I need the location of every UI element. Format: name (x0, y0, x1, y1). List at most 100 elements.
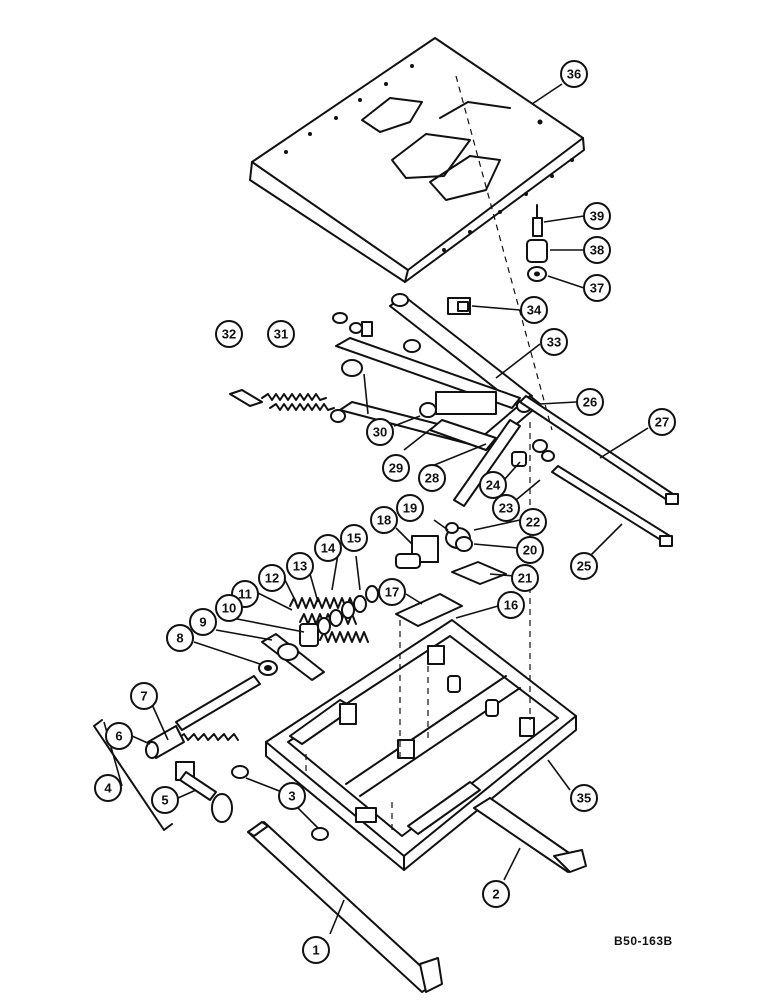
svg-text:25: 25 (577, 559, 591, 574)
callout-39: 39 (583, 202, 611, 230)
callout-15: 15 (340, 524, 368, 552)
callout-18: 18 (370, 506, 398, 534)
callout-35: 35 (570, 784, 598, 812)
part-27-rod (519, 395, 679, 505)
svg-text:8: 8 (176, 631, 183, 646)
callout-3: 3 (278, 782, 306, 810)
figure-reference-code: B50-163B (614, 934, 673, 948)
part-17-plate (395, 593, 463, 627)
svg-text:12: 12 (265, 571, 279, 586)
svg-text:4: 4 (104, 781, 112, 796)
callout-9: 9 (189, 608, 217, 636)
svg-text:22: 22 (526, 515, 540, 530)
svg-text:9: 9 (199, 615, 206, 630)
callout-4: 4 (94, 774, 122, 802)
svg-text:38: 38 (590, 243, 604, 258)
svg-text:5: 5 (161, 793, 168, 808)
svg-text:32: 32 (222, 327, 236, 342)
svg-text:21: 21 (518, 571, 532, 586)
part-9-lever (261, 633, 325, 681)
callout-28: 28 (418, 464, 446, 492)
part-36-seat-plate (249, 37, 585, 283)
callout-25: 25 (570, 552, 598, 580)
callout-36: 36 (560, 60, 588, 88)
part-38-spacer (526, 239, 548, 263)
callout-38: 38 (583, 236, 611, 264)
part-22-20-bushings (445, 522, 473, 552)
part-31-springs (261, 393, 335, 411)
part-35-base-frame (265, 619, 577, 871)
callout-20: 20 (516, 536, 544, 564)
svg-text:20: 20 (523, 543, 537, 558)
callout-2: 2 (482, 880, 510, 908)
leader-lines (103, 83, 649, 935)
svg-text:37: 37 (590, 281, 604, 296)
part-25-rod (551, 465, 673, 547)
callout-6: 6 (105, 722, 133, 750)
svg-text:17: 17 (385, 585, 399, 600)
svg-text:27: 27 (655, 415, 669, 430)
svg-text:23: 23 (499, 501, 513, 516)
svg-text:1: 1 (312, 943, 319, 958)
callout-33: 33 (540, 328, 568, 356)
callout-7: 7 (130, 682, 158, 710)
svg-text:19: 19 (403, 501, 417, 516)
callout-16: 16 (497, 591, 525, 619)
callout-31: 31 (267, 320, 295, 348)
part-1-rail (247, 821, 443, 993)
part-5-handle (175, 761, 233, 823)
part-29-roller (429, 419, 497, 451)
part-32-plate (229, 389, 263, 407)
svg-text:34: 34 (527, 303, 542, 318)
callout-13: 13 (286, 552, 314, 580)
svg-text:15: 15 (347, 531, 361, 546)
svg-text:24: 24 (486, 478, 501, 493)
svg-text:13: 13 (293, 559, 307, 574)
svg-text:10: 10 (222, 601, 236, 616)
part-15-washers (317, 585, 379, 635)
part-21-plate (451, 561, 507, 585)
svg-text:31: 31 (274, 327, 288, 342)
callout-27: 27 (648, 408, 676, 436)
part-39-bolt (532, 204, 543, 237)
part-3-bumpers (231, 765, 329, 841)
part-18-bracket (395, 535, 439, 569)
callout-29: 29 (382, 454, 410, 482)
svg-text:33: 33 (547, 335, 561, 350)
svg-text:35: 35 (577, 791, 591, 806)
part-8-bushing (258, 660, 278, 676)
callout-24: 24 (479, 471, 507, 499)
callout-32: 32 (215, 320, 243, 348)
svg-text:26: 26 (583, 395, 597, 410)
svg-text:29: 29 (389, 461, 403, 476)
svg-text:3: 3 (288, 789, 295, 804)
part-13-14-springs (289, 597, 369, 643)
svg-text:36: 36 (567, 67, 581, 82)
callout-5: 5 (151, 786, 179, 814)
part-10-block (299, 623, 319, 647)
part-4-group-bracket (93, 719, 173, 831)
svg-text:28: 28 (425, 471, 439, 486)
callout-1: 1 (302, 936, 330, 964)
svg-text:30: 30 (373, 425, 387, 440)
part-6-knob (145, 725, 185, 759)
part-7-threaded-shaft (175, 675, 261, 741)
callout-19: 19 (396, 494, 424, 522)
callout-12: 12 (258, 564, 286, 592)
callout-34: 34 (520, 296, 548, 324)
svg-text:7: 7 (140, 689, 147, 704)
svg-text:16: 16 (504, 598, 518, 613)
svg-text:2: 2 (492, 887, 499, 902)
part-34-clip (447, 297, 471, 315)
part-37-nut (527, 266, 547, 282)
callout-17: 17 (378, 578, 406, 606)
callout-30: 30 (366, 418, 394, 446)
callout-22: 22 (519, 508, 547, 536)
svg-text:39: 39 (590, 209, 604, 224)
callout-26: 26 (576, 388, 604, 416)
svg-text:11: 11 (238, 587, 252, 602)
callout-37: 37 (583, 274, 611, 302)
callout-23: 23 (492, 494, 520, 522)
callout-21: 21 (511, 564, 539, 592)
